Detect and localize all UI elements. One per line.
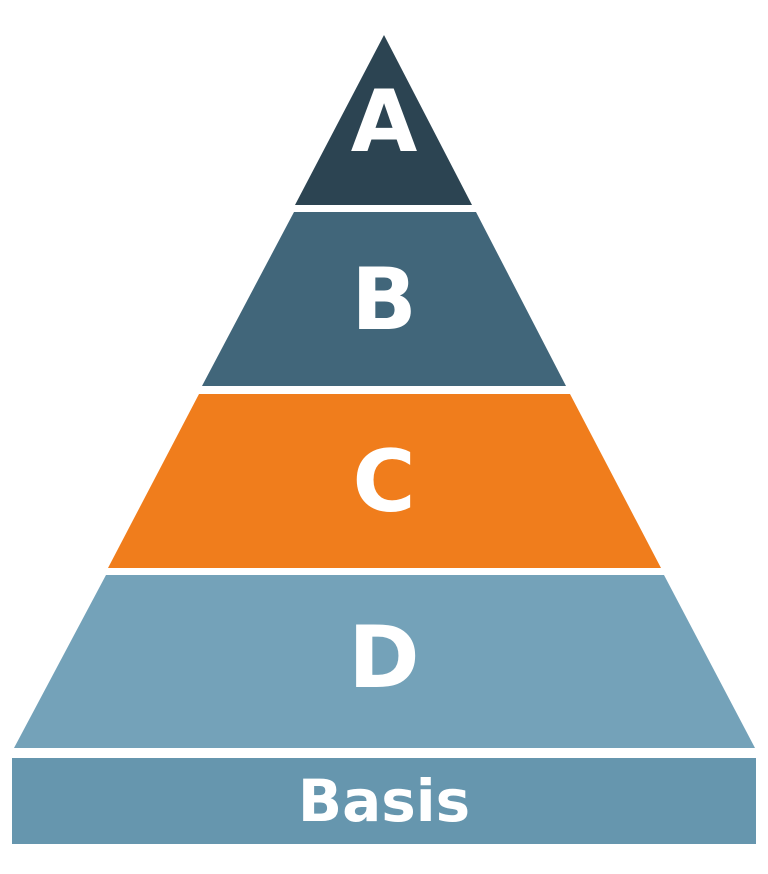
level-c-shape — [108, 394, 661, 568]
level-d-label: D — [348, 608, 419, 708]
level-b-label: B — [351, 250, 417, 350]
pyramid-base: Basis — [12, 758, 756, 844]
pyramid-level-b: B — [202, 212, 566, 386]
level-b-shape — [202, 212, 566, 386]
pyramid-level-c: C — [108, 394, 661, 568]
level-c-label: C — [352, 432, 415, 532]
pyramid-level-d: D — [14, 575, 755, 748]
level-a-shape — [295, 35, 472, 205]
level-a-label: A — [351, 72, 418, 172]
level-d-shape — [14, 575, 755, 748]
base-label: Basis — [298, 767, 470, 835]
base-shape — [12, 758, 756, 844]
pyramid-level-a: A — [295, 35, 472, 205]
